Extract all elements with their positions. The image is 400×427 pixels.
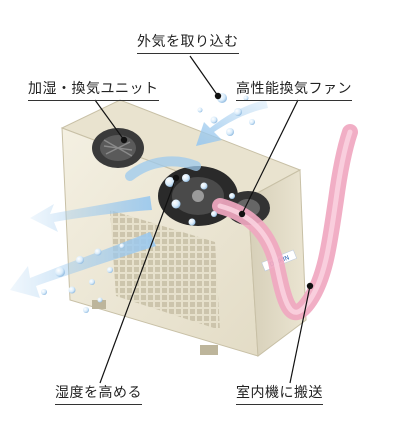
airflow-arrow-icon [196,100,268,146]
label-raise-humidity: 湿度を高める [55,385,142,405]
duct-hose-icon [212,124,358,321]
outdoor-unit: DAIKIN [60,99,307,357]
airflow-arrow-icon [10,232,156,298]
label-humidify-ventilate-unit: 加湿・換気ユニット [28,81,159,101]
label-outside-air-intake: 外気を取り込む [137,34,239,54]
label-high-performance-fan: 高性能換気ファン [236,81,352,101]
water-droplet-icon [41,93,255,313]
label-transfer-to-indoor: 室内機に搬送 [236,385,323,405]
airflow-arrows [10,100,268,298]
leader-lines [94,55,314,384]
airflow-arrow-icon [30,196,152,232]
